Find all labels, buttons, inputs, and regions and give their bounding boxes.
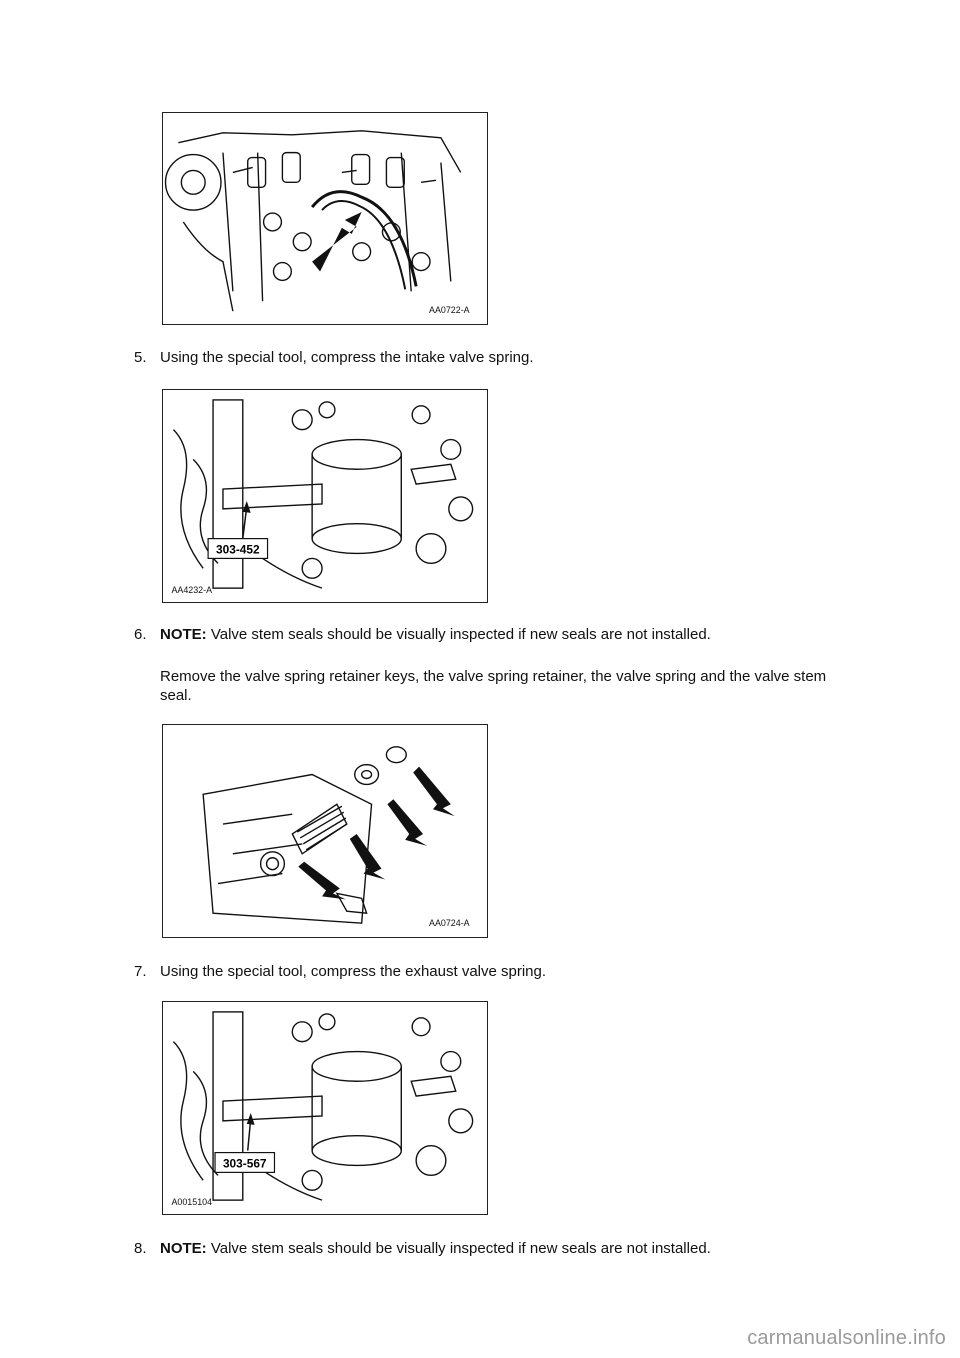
engine-illustration-3: AA0724-A (202, 746, 470, 928)
step-number: 8. (134, 1240, 147, 1257)
engine-illustration-1: AA0722-A (164, 130, 470, 315)
step-number: 7. (134, 963, 147, 980)
note-label: NOTE: (160, 626, 207, 643)
step-note: NOTE: Valve stem seals should be visuall… (160, 625, 860, 644)
figure-aa0724a: AA0724-A (162, 724, 488, 938)
note-text: Valve stem seals should be visually insp… (206, 626, 711, 643)
note-label: NOTE: (160, 1240, 207, 1257)
figure-id: AA4232-A (171, 585, 212, 595)
step-number: 5. (134, 349, 147, 366)
figure-a0015104: 303-567 A0015104 (162, 1001, 488, 1215)
figure-id: A0015104 (171, 1197, 212, 1207)
figure-id: AA0724-A (429, 918, 470, 928)
figure-aa4232a: 303-452 AA4232-A (162, 389, 488, 603)
figure-id: AA0722-A (429, 305, 470, 315)
step-text: Using the special tool, compress the exh… (160, 963, 547, 980)
step-note: NOTE: Valve stem seals should be visuall… (160, 1239, 860, 1258)
step-number: 6. (134, 626, 147, 643)
engine-illustration-2: 303-452 AA4232-A (171, 399, 474, 595)
tool-number: 303-452 (216, 542, 260, 556)
figure-aa0722a: AA0722-A (162, 112, 488, 325)
note-text: Valve stem seals should be visually insp… (206, 1240, 711, 1257)
step-text: Using the special tool, compress the int… (160, 349, 534, 366)
tool-number: 303-567 (223, 1156, 267, 1170)
watermark: carmanualsonline.info (747, 1327, 946, 1349)
step-text: Remove the valve spring retainer keys, t… (160, 668, 827, 704)
engine-illustration-4: 303-567 A0015104 (171, 1011, 474, 1207)
